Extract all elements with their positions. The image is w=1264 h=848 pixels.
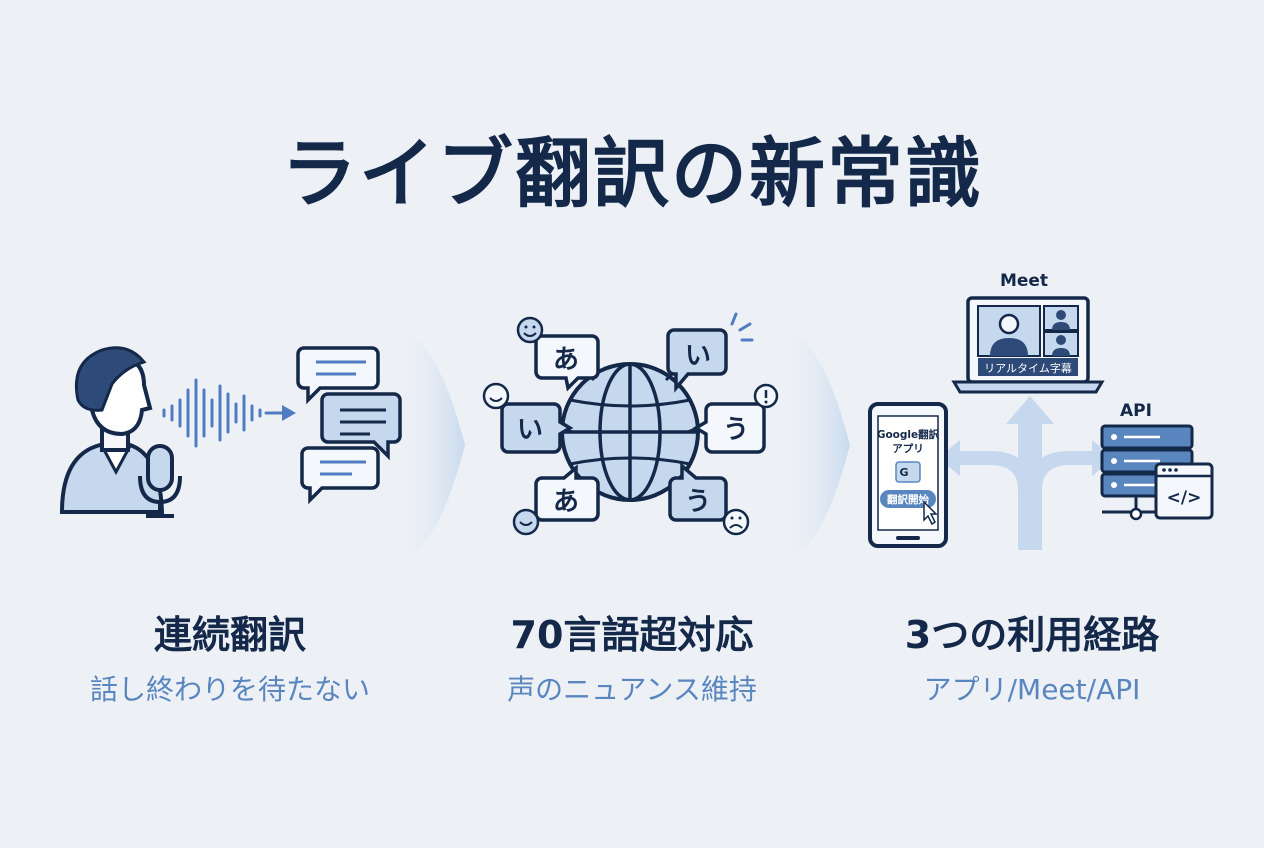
smile-face-icon (512, 508, 540, 536)
chevron-separator-2 (780, 330, 850, 560)
smile-face-icon (516, 316, 544, 344)
svg-text:い: い (517, 415, 543, 445)
three-way-arrows-icon (938, 396, 1114, 550)
speech-bubble-u-bottom: う (668, 462, 728, 522)
feature-heading-routes: 3つの利用経路 (904, 613, 1160, 657)
continuous-translation-illustration (59, 346, 402, 518)
speech-bubble-i-left: い (500, 402, 574, 454)
chat-bubble-icon (320, 392, 402, 461)
feature-sub-languages: 声のニュアンス維持 (507, 673, 757, 706)
svg-text:あ: あ (553, 345, 579, 375)
server-api-icon (1100, 424, 1194, 521)
phone-app-subtitle: アプリ (892, 442, 924, 455)
svg-text:い: い (685, 341, 711, 371)
svg-text:う: う (723, 415, 749, 445)
speaker-person-icon (59, 346, 165, 514)
exclamation-icon (753, 383, 779, 409)
arrow-right-icon (282, 405, 296, 421)
phone-app-icon: Google翻訳 アプリ G 翻訳開始 (868, 402, 948, 548)
smile-face-icon (482, 382, 510, 410)
three-routes-illustration: Meet リアルタイム字幕 Google翻訳 アプリ G 翻訳開始 API (868, 271, 1214, 550)
meet-caption: リアルタイム字幕 (984, 361, 1072, 375)
feature-sub-routes: アプリ/Meet/API (923, 673, 1141, 706)
phone-start-button: 翻訳開始 (887, 493, 929, 506)
svg-text:う: う (685, 487, 711, 517)
languages-globe-illustration: あ い い う あ う (482, 312, 779, 536)
microphone-icon (138, 444, 182, 518)
chevron-separator-1 (395, 330, 465, 560)
api-label: API (1120, 401, 1152, 421)
chat-bubble-icon (300, 446, 380, 505)
svg-text:G: G (899, 466, 908, 479)
speech-bubble-u-right: う (692, 402, 766, 454)
speech-bubble-a-bottom: あ (534, 464, 600, 522)
sad-face-icon (722, 508, 750, 536)
feature-heading-languages: 70言語超対応 (510, 613, 754, 657)
feature-sub-continuous: 話し終わりを待たない (89, 673, 370, 706)
sound-wave-icon (162, 378, 284, 448)
svg-text:あ: あ (553, 487, 579, 517)
translate-g-icon (895, 461, 921, 483)
feature-heading-continuous: 連続翻訳 (153, 613, 306, 657)
sparkle-icon (730, 312, 754, 342)
speech-bubble-a: あ (534, 334, 600, 392)
laptop-meet-icon: リアルタイム字幕 (951, 296, 1105, 394)
cursor-icon (923, 500, 938, 526)
phone-app-title: Google翻訳 (877, 428, 940, 441)
page-title: ライブ翻訳の新常識 (281, 129, 983, 218)
chat-bubble-icon (296, 346, 380, 405)
code-window-icon: </> (1154, 462, 1214, 520)
meet-label: Meet (1000, 271, 1048, 291)
speech-bubble-i: い (666, 328, 728, 393)
code-glyph: </> (1167, 488, 1202, 508)
